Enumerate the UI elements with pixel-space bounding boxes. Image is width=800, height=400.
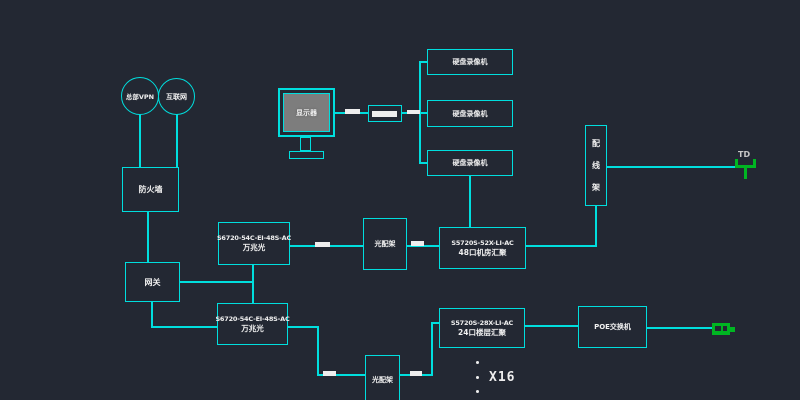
odf-bottom-box: 光配架 (365, 355, 400, 400)
firewall-label: 防火墙 (138, 185, 163, 194)
poe-switch-box: POE交换机 (578, 306, 647, 348)
line-agg-patchpanel (595, 206, 597, 247)
repeat-dot (476, 390, 479, 393)
line-stub-dvr1 (419, 61, 428, 63)
line-patchpanel-td (607, 166, 737, 168)
vpn-cloud-circle: 总部VPN (121, 77, 159, 115)
td-outlet-icon (753, 159, 756, 166)
floor-switch-desc: 24口楼层汇聚 (458, 327, 506, 337)
td-outlet-label: TD (738, 150, 751, 159)
line-up-floorswitch (431, 322, 433, 376)
core-switch-bottom-box: S6720-54C-EI-48S-AC 万兆光 (215, 303, 290, 345)
dvr2-label: 硬盘录像机 (452, 109, 488, 118)
line-core2-right (288, 326, 319, 328)
odf-top-label: 光配架 (374, 240, 396, 248)
line-gateway-down (151, 302, 153, 328)
agg-switch-model: S5720S-52X-LI-AC (451, 238, 514, 247)
dvr1-label: 硬盘录像机 (452, 58, 488, 66)
fiber-connector-dash (410, 371, 422, 376)
media-converter-box (368, 105, 402, 122)
camera-icon-detail (723, 326, 727, 331)
line-poe-camera (647, 327, 712, 329)
camera-icon-detail (715, 326, 721, 331)
fiber-connector-dash (345, 109, 360, 114)
monitor-screen: 显示器 (283, 93, 330, 132)
fiber-connector-dash (323, 371, 336, 376)
media-converter-slot (372, 110, 397, 117)
core-switch-bottom-desc: 万兆光 (241, 323, 264, 333)
core-switch-top-box: S6720-54C-EI-48S-AC 万兆光 (216, 222, 292, 265)
td-outlet-icon (735, 165, 756, 168)
poe-switch-label: POE交换机 (594, 323, 631, 331)
gateway-box: 网关 (125, 262, 180, 302)
fiber-connector-dash (411, 241, 424, 246)
internet-label: 互联网 (166, 92, 187, 101)
dvr-box-3: 硬盘录像机 (427, 150, 513, 176)
line-down-odf2 (317, 326, 319, 376)
repeat-dot (476, 376, 479, 379)
gateway-label: 网关 (144, 277, 161, 287)
line-firewall-gateway (147, 212, 149, 263)
odf-bottom-label: 光配架 (372, 376, 393, 384)
monitor-frame: 显示器 (278, 88, 335, 137)
patch-panel-char-2: 线 (592, 160, 600, 170)
camera-icon (712, 323, 730, 335)
camera-icon-lens (730, 327, 735, 332)
line-internet-firewall (176, 114, 178, 168)
internet-cloud-circle: 互联网 (158, 78, 195, 115)
line-odf2-left (317, 374, 365, 376)
td-outlet-icon (735, 159, 738, 166)
core-switch-top-model: S6720-54C-EI-48S-AC (216, 234, 292, 242)
monitor-stand-neck (300, 137, 311, 151)
repeat-dot (476, 361, 479, 364)
floor-switch-model: S5720S-28X-LI-AC (450, 318, 514, 327)
odf-top-box: 光配架 (363, 218, 407, 270)
core-switch-bottom-model: S6720-54C-EI-48S-AC (215, 314, 290, 323)
monitor-stand-base (289, 151, 324, 159)
dvr-box-2: 硬盘录像机 (427, 100, 513, 127)
line-gateway-coreswitches (180, 281, 254, 283)
agg-switch-desc: 48口机房汇聚 (458, 247, 507, 257)
firewall-box: 防火墙 (122, 167, 179, 212)
line-stub-dvr3 (419, 162, 428, 164)
patch-panel-char-1: 配 (592, 138, 600, 148)
dvr-box-1: 硬盘录像机 (427, 49, 513, 75)
line-floorswitch-poe (525, 325, 578, 327)
line-vpn-firewall (139, 115, 141, 168)
line-dvr-trunk (419, 61, 421, 164)
vpn-label: 总部VPN (125, 93, 155, 101)
line-stub-floorswitch (431, 322, 440, 324)
line-core1-core2 (252, 265, 254, 304)
floor-switch-box: S5720S-28X-LI-AC 24口楼层汇聚 (439, 308, 525, 348)
line-agg-right (526, 245, 597, 247)
fiber-connector-dash (315, 242, 330, 247)
line-dvr3-aggswitch (469, 176, 471, 227)
td-outlet-icon (744, 168, 747, 179)
dvr3-label: 硬盘录像机 (452, 159, 488, 167)
agg-switch-box: S5720S-52X-LI-AC 48口机房汇聚 (439, 227, 526, 269)
multiplier-label: X16 (489, 370, 516, 385)
core-switch-top-desc: 万兆光 (242, 243, 266, 252)
patch-panel-box: 配 线 架 (585, 125, 607, 206)
fiber-connector-dash (407, 110, 420, 114)
line-gateway-core2 (151, 326, 217, 328)
patch-panel-char-3: 架 (592, 183, 600, 193)
monitor-label: 显示器 (296, 108, 317, 117)
